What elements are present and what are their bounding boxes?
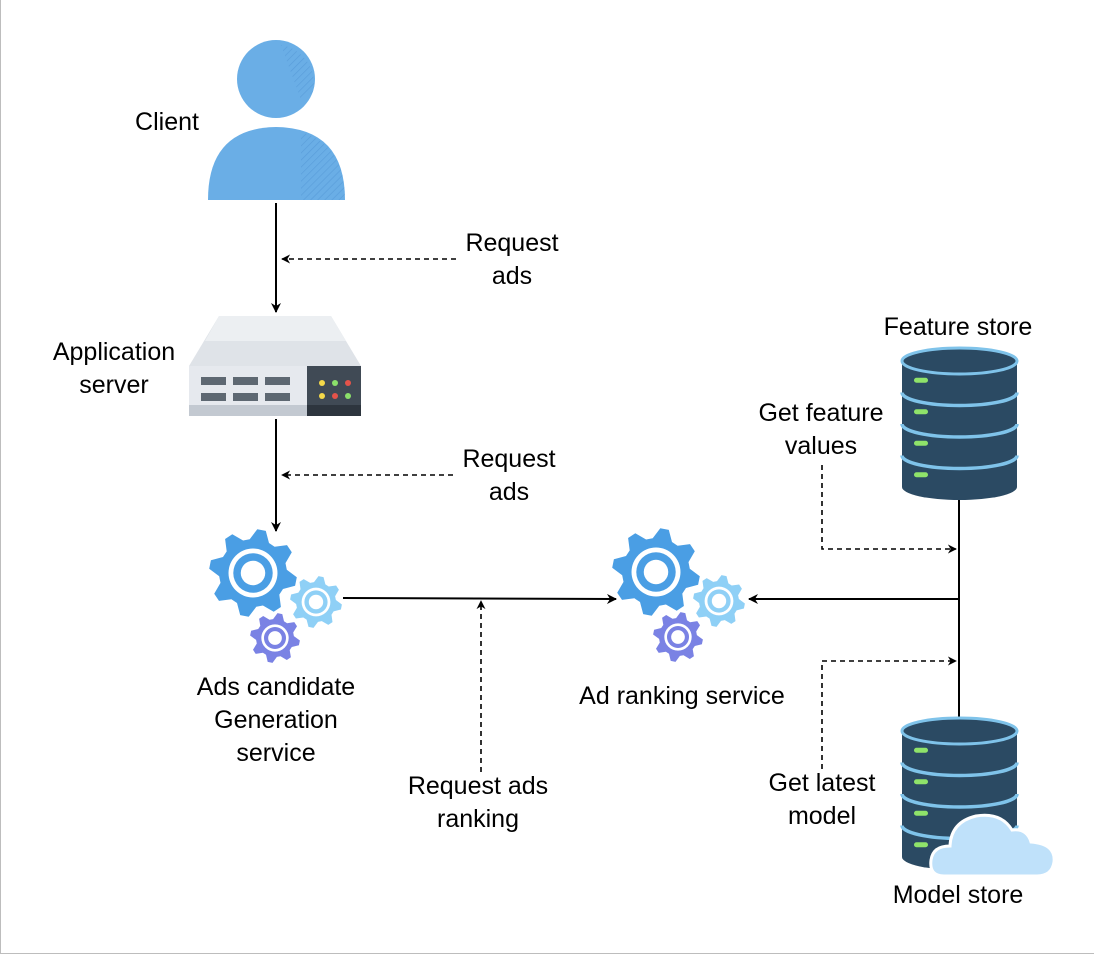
database-icon [900, 346, 1019, 501]
application-server-label: Application server [52, 338, 176, 399]
model-store-label: Model store [892, 881, 1024, 909]
dashed-connectors [281, 254, 957, 772]
user-icon [208, 40, 345, 200]
ranking-service-label: Ad ranking service [579, 682, 785, 710]
get-feature-values-label: Get feature values [758, 399, 884, 460]
candidate-service-label: Ads candidate Generation service [196, 673, 356, 767]
request-ads-label-1: Request ads [465, 229, 559, 290]
request-ads-label-2: Request ads [462, 445, 556, 506]
get-latest-model-label: Get latest model [768, 769, 876, 830]
get-feature-values-arrow [821, 465, 957, 554]
request-ads-ranking-label: Request ads ranking [407, 772, 549, 833]
feature-store-label: Feature store [883, 313, 1033, 341]
candidate-to-ranking-arrow [342, 593, 617, 604]
get-latest-model-arrow [821, 656, 957, 769]
client-label: Client [135, 108, 199, 136]
gears-icon [209, 529, 342, 663]
cloud-icon [929, 813, 1056, 878]
gears-icon [612, 528, 745, 662]
solid-connectors [271, 203, 960, 722]
server-icon [189, 316, 361, 416]
